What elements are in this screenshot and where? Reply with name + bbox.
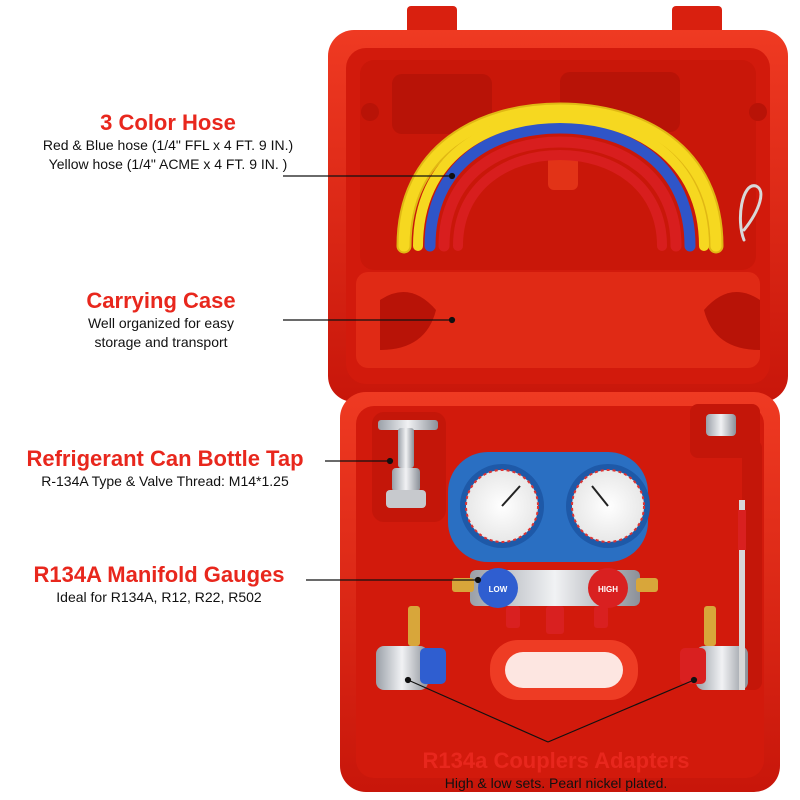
low-knob-label: LOW (489, 585, 508, 594)
case-line-2: storage and transport (94, 334, 228, 350)
high-knob-label: HIGH (598, 585, 618, 594)
manifold-gauges: LOW HIGH (448, 452, 658, 634)
couplers-line-1: High & low sets. Pearl nickel plated. (444, 775, 668, 791)
case-line-1: Well organized for easy (87, 315, 235, 331)
couplers-callout: R134a Couplers Adapters High & low sets.… (388, 748, 724, 793)
tap-callout: Refrigerant Can Bottle Tap R-134A Type &… (4, 446, 326, 491)
case-lid (328, 6, 788, 402)
callout-lines (283, 172, 698, 743)
case-callout: Carrying Case Well organized for easy st… (66, 288, 256, 352)
coupler-low (376, 606, 446, 690)
hoses (396, 102, 763, 254)
hose-line-2: Yellow hose (1/4" ACME x 4 FT. 9 IN. ) (48, 156, 288, 172)
couplers-title: R134a Couplers Adapters (422, 748, 690, 773)
hose-line-1: Red & Blue hose (1/4" FFL x 4 FT. 9 IN.) (42, 137, 294, 153)
tap-line-1: R-134A Type & Valve Thread: M14*1.25 (41, 473, 289, 489)
gauges-callout: R134A Manifold Gauges Ideal for R134A, R… (10, 562, 308, 607)
gauges-line-1: Ideal for R134A, R12, R22, R502 (56, 589, 262, 605)
case-title: Carrying Case (86, 288, 236, 313)
coupler-high (680, 606, 748, 690)
valve-tool (706, 414, 746, 690)
hose-callout: 3 Color Hose Red & Blue hose (1/4" FFL x… (0, 110, 336, 174)
gauges-title: R134A Manifold Gauges (33, 562, 285, 587)
tap-title: Refrigerant Can Bottle Tap (26, 446, 304, 471)
bottle-tap (378, 420, 438, 508)
hose-title: 3 Color Hose (100, 110, 236, 135)
